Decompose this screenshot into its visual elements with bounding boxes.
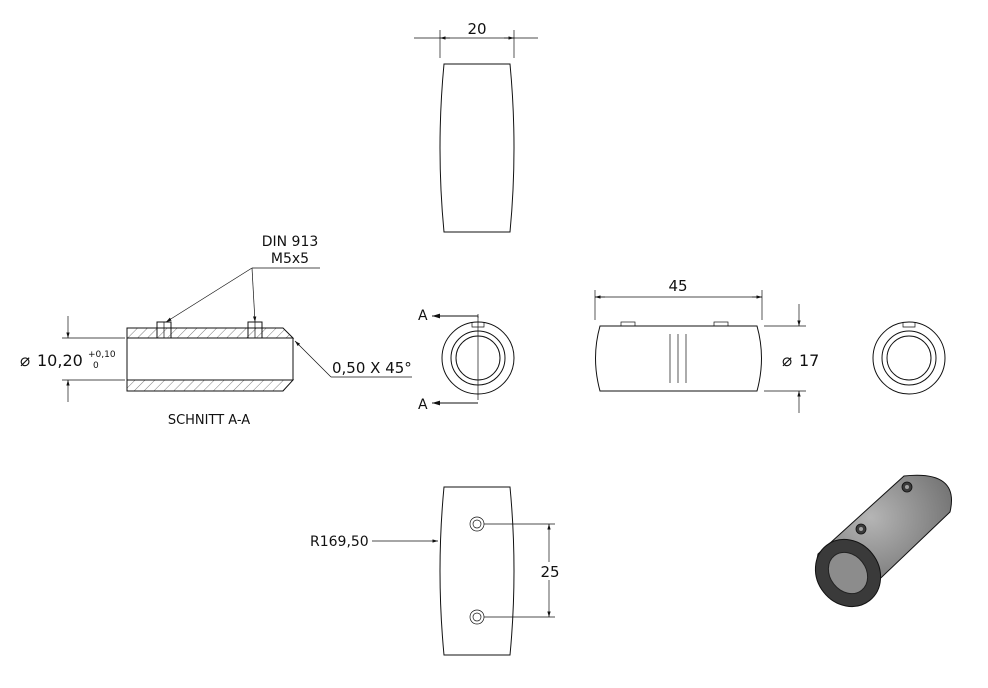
dim-chamfer: 0,50 X 45° <box>332 359 412 377</box>
section-letter-bottom: A <box>418 397 428 413</box>
front-view: 45 ⌀ 17 <box>594 277 819 413</box>
side-view-left: A A <box>418 308 515 413</box>
dim-hole-spacing: 25 <box>540 563 559 581</box>
diameter-symbol: ⌀ <box>20 351 30 371</box>
dim-top-width: 20 <box>467 20 486 38</box>
section-wall-top <box>126 327 295 339</box>
section-letter-top: A <box>418 308 428 324</box>
dim-front-diameter: 17 <box>799 351 819 370</box>
diameter-symbol-front: ⌀ <box>782 351 792 371</box>
side-view-right <box>872 321 946 395</box>
section-wall-bottom <box>126 379 295 392</box>
section-view: DIN 913 M5x5 0,50 X 45° ⌀ 10,20 +0,10 0 … <box>20 234 412 428</box>
callout-screw-standard: DIN 913 <box>262 234 319 250</box>
dim-radius: R169,50 <box>310 534 369 550</box>
dim-bore-tol-lower: 0 <box>93 361 99 371</box>
section-caption: SCHNITT A-A <box>168 413 250 428</box>
callout-screw-size: M5x5 <box>271 251 309 267</box>
dim-bore-tol-upper: +0,10 <box>88 350 116 360</box>
dim-front-length: 45 <box>668 277 687 295</box>
bottom-view: 25 R169,50 <box>310 486 560 656</box>
isometric-view <box>814 474 952 608</box>
top-view: 20 <box>414 20 538 233</box>
dim-bore-diameter: 10,20 <box>37 351 83 370</box>
